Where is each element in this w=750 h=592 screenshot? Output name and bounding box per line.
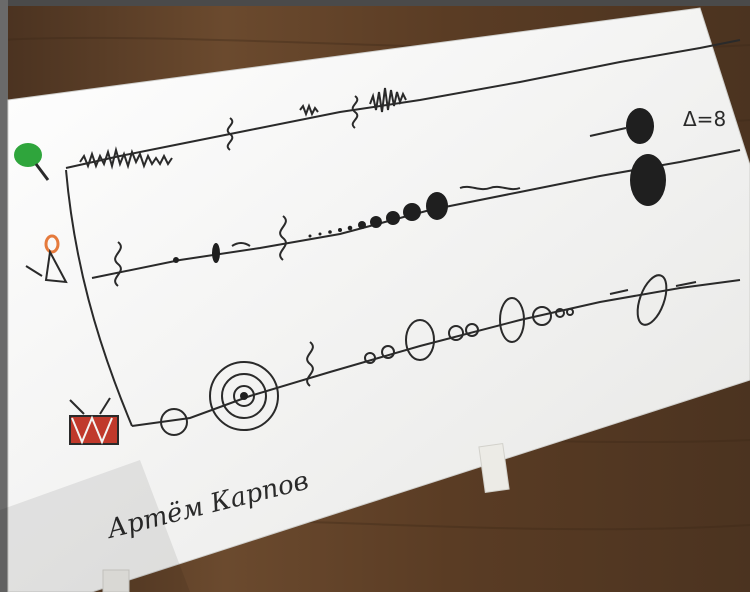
spiral-center xyxy=(240,392,248,400)
corner-annotation: Δ=8 xyxy=(683,107,726,131)
frame-edge-top xyxy=(0,0,750,6)
frame-edge-left xyxy=(0,0,8,592)
